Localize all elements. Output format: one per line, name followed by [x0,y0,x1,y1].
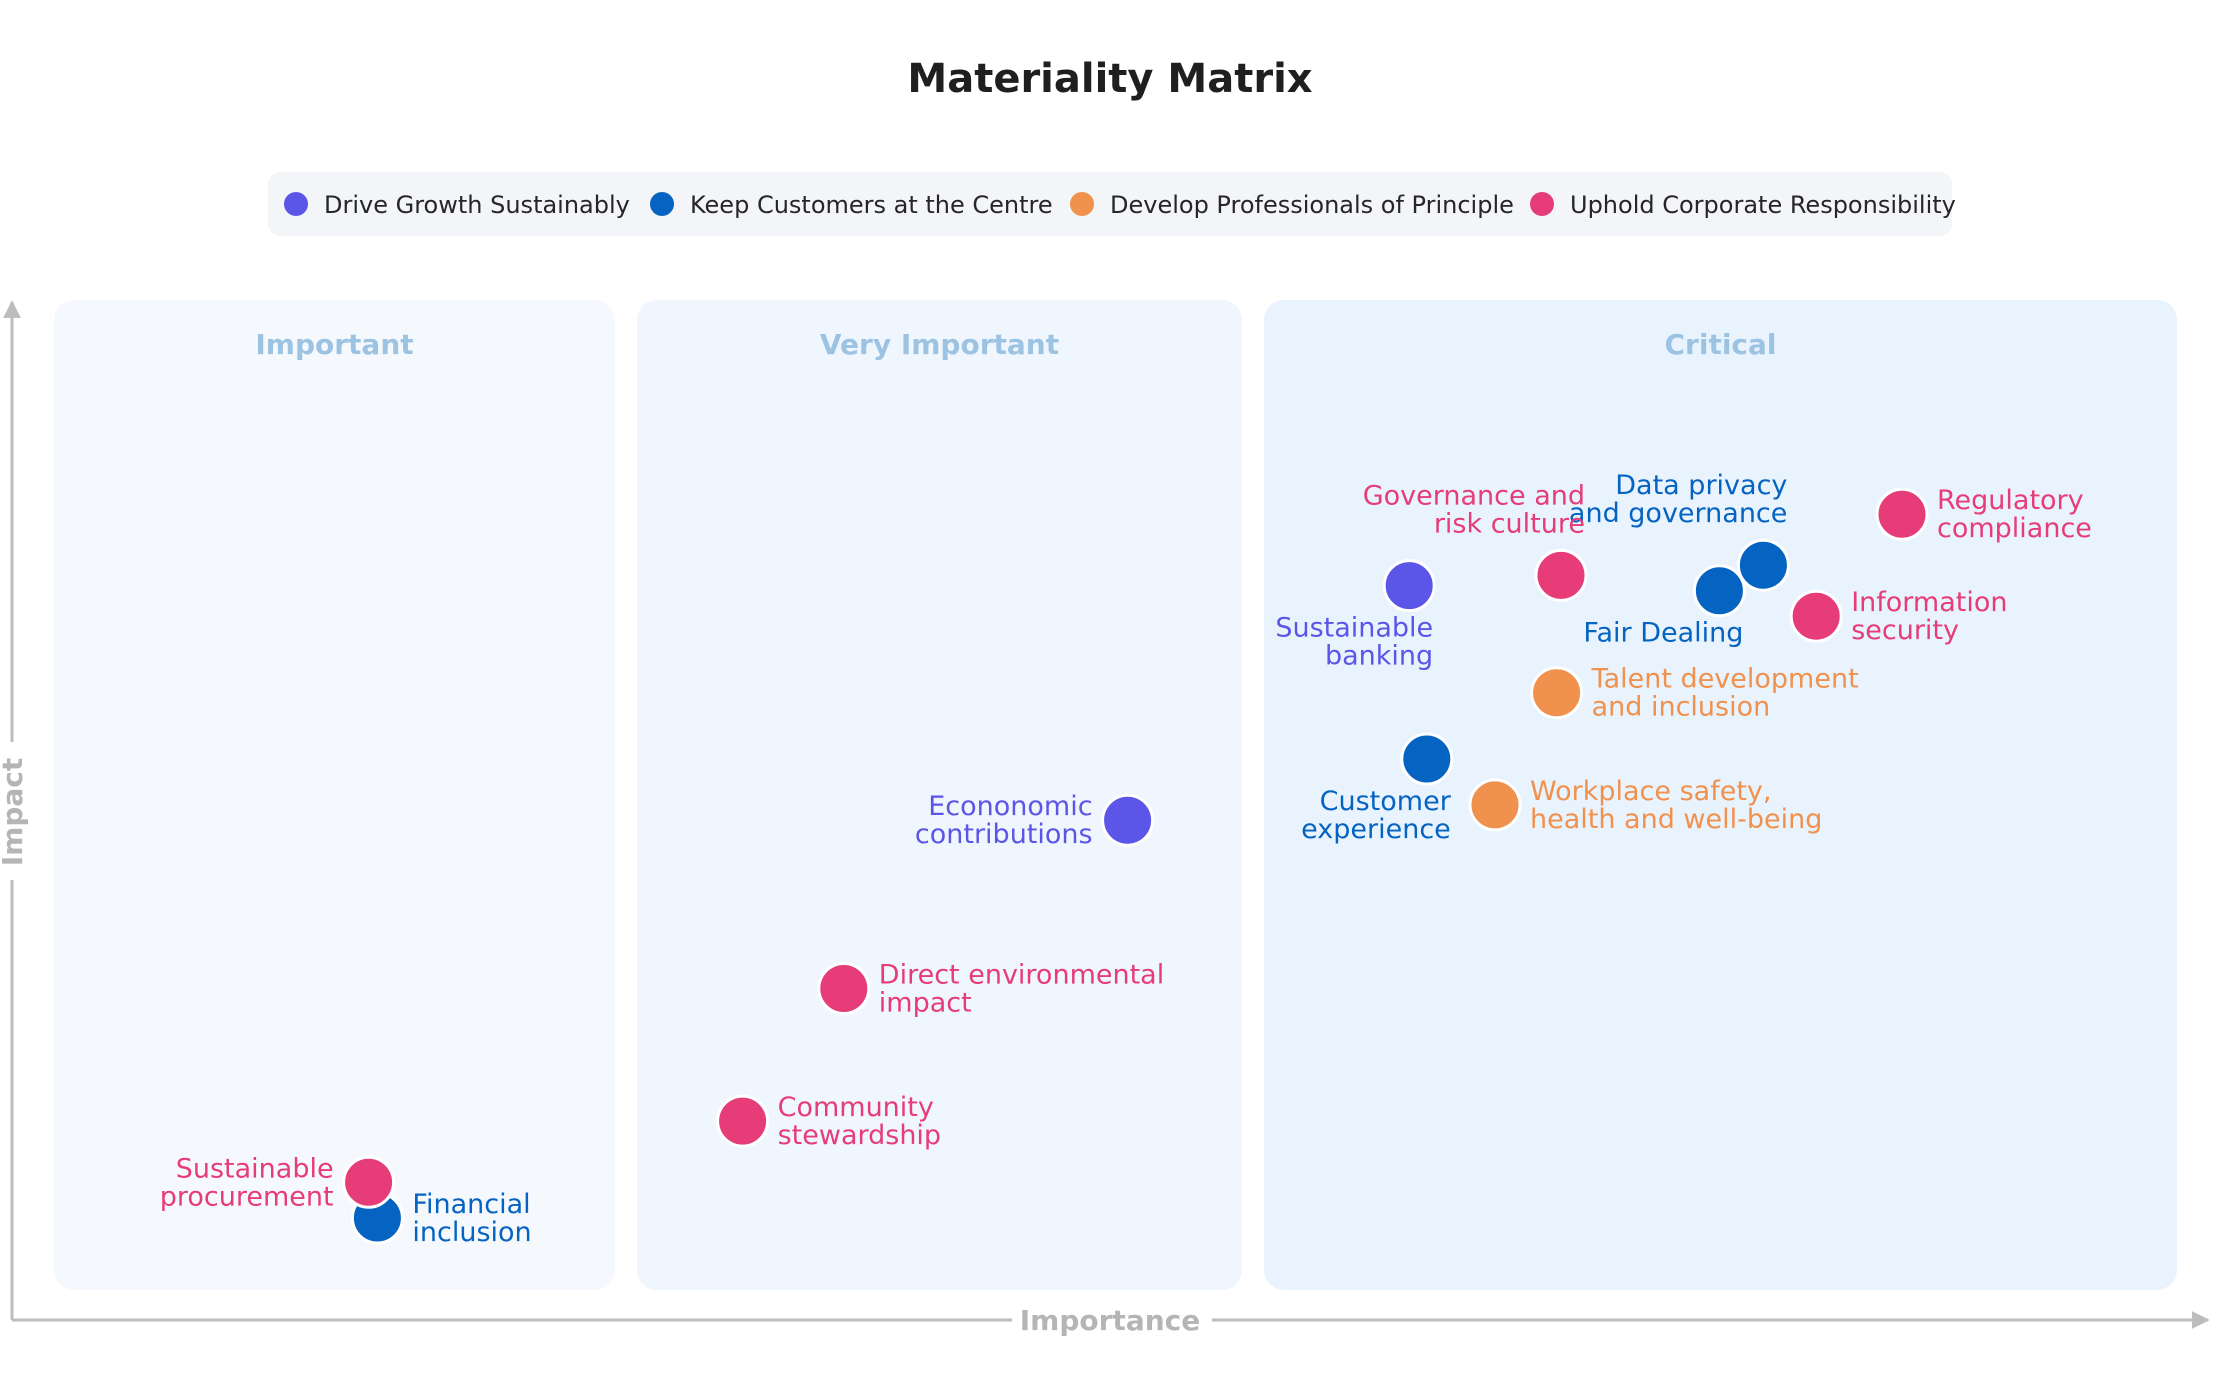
marker-community-stewardship [716,1094,770,1148]
marker-regulatory-compliance [1875,487,1929,541]
marker-customer-experience [1400,732,1454,786]
x-axis-label: Importance [1020,1304,1200,1337]
legend-label-uphold-corporate-responsibility: Uphold Corporate Responsibility [1570,191,1956,219]
point-workplace-safety-health-and-well-being: Workplace safety,health and well-being [1468,776,1822,835]
legend: Drive Growth Sustainably Keep Customers a… [268,172,1956,236]
zone-label-important: Important [255,328,413,361]
marker-direct-environmental-impact [817,962,871,1015]
label-workplace-safety-health-and-well-being: Workplace safety,health and well-being [1530,776,1822,835]
legend-marker-develop-professionals-of-principle [1070,192,1094,216]
marker-sustainable-procurement [342,1155,396,1209]
point-fair-dealing: Fair Dealing [1583,564,1746,649]
legend-label-keep-customers-at-the-centre: Keep Customers at the Centre [690,191,1053,219]
marker-econonomic-contributions [1101,793,1155,847]
axes: Importance Impact [0,300,2210,1337]
zone-label-critical: Critical [1664,328,1776,361]
legend-marker-drive-growth-sustainably [284,192,308,216]
marker-data-privacy-and-governance [1736,538,1790,592]
legend-marker-keep-customers-at-the-centre [650,192,674,216]
marker-workplace-safety-health-and-well-being [1468,778,1522,832]
legend-background [268,172,1952,236]
marker-governance-and-risk-culture [1534,548,1588,602]
legend-label-develop-professionals-of-principle: Develop Professionals of Principle [1110,191,1514,219]
zone-critical [1264,300,2177,1290]
marker-fair-dealing [1692,564,1746,618]
legend-marker-uphold-corporate-responsibility [1530,192,1554,216]
chart-title: Materiality Matrix [907,56,1312,102]
importance-zones: Important Very Important Critical [54,300,2177,1290]
zone-important [54,300,615,1290]
marker-sustainable-banking [1382,559,1436,613]
zone-very-important [637,300,1242,1290]
zone-label-very-important: Very Important [820,328,1059,361]
legend-label-drive-growth-sustainably: Drive Growth Sustainably [324,191,630,219]
label-fair-dealing: Fair Dealing [1583,618,1743,649]
marker-information-security [1789,589,1843,643]
y-axis-label: Impact [0,758,29,867]
marker-talent-development-and-inclusion [1530,666,1584,720]
